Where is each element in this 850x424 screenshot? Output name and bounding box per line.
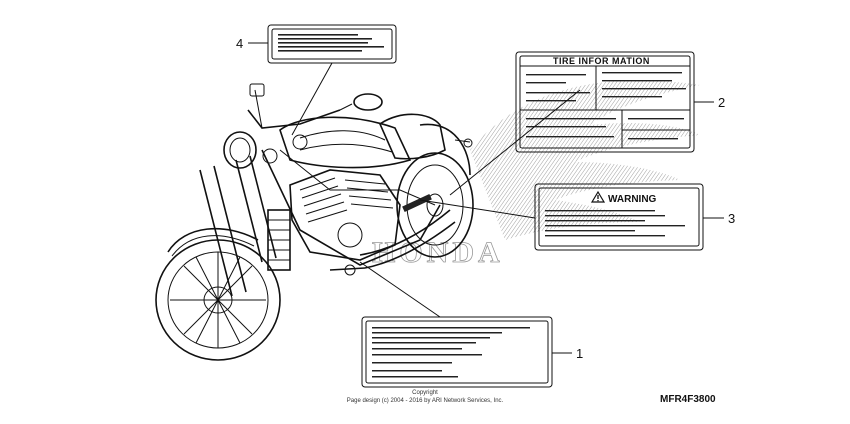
watermark-text: HONDA xyxy=(372,236,504,269)
copyright-line-2: Page design (c) 2004 - 2016 by ARI Netwo… xyxy=(347,398,504,404)
engine-cylinder-fins xyxy=(299,177,394,223)
copyright-line-1: Copyright xyxy=(412,390,438,396)
label-1[interactable] xyxy=(361,316,553,388)
tire-label-title: TIRE INFOR MATION xyxy=(553,56,650,66)
label-3-pointer xyxy=(419,199,536,219)
warning-label-title: WARNING xyxy=(608,194,657,205)
label-1-pointer xyxy=(359,261,441,318)
label-4[interactable] xyxy=(267,24,397,64)
label-3-warning[interactable]: WARNING xyxy=(534,183,704,251)
callout-1-number: 1 xyxy=(576,346,583,361)
callout-2-number: 2 xyxy=(718,95,725,110)
callout-4-number: 4 xyxy=(236,36,243,51)
diagram-code: MFR4F3800 xyxy=(660,394,716,405)
motorcycle-illustration xyxy=(155,83,474,361)
warning-triangle-icon xyxy=(590,190,606,203)
callout-3-number: 3 xyxy=(728,211,735,226)
honda-wing-logo: HONDA xyxy=(372,80,700,269)
label-2-pointer xyxy=(449,89,581,196)
label-2-tire-information[interactable]: TIRE INFOR MATION xyxy=(515,51,695,153)
label-4-pointer xyxy=(291,62,333,136)
